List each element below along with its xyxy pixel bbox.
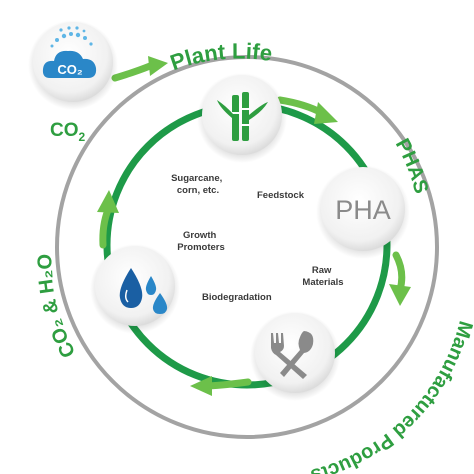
label-co2: CO2 [50, 120, 86, 144]
label-growth-promoters: Growth Promoters [177, 230, 225, 253]
sugarcane-icon [217, 92, 268, 141]
node-plant [197, 73, 287, 163]
pha-icon-text: PHA [335, 195, 391, 225]
cycle-arrows [97, 56, 411, 396]
arrow-water-to-co2 [99, 206, 112, 249]
label-feedstock: Feedstock [257, 190, 305, 201]
arrowhead-products-to-water [190, 376, 212, 396]
fork-spoon-icon [271, 331, 314, 379]
arrow-products-to-water [204, 378, 252, 390]
node-products [250, 311, 340, 401]
arrowhead-co2-to-plant [148, 56, 168, 76]
node-water [90, 244, 180, 334]
arrow-pha-to-products [392, 251, 406, 294]
label-plant-life: Plant Life [167, 38, 274, 75]
label-raw-materials: Raw Materials [302, 265, 343, 288]
water-drops-icon [119, 268, 168, 314]
bubbles-icon [50, 26, 93, 48]
cloud-icon [42, 50, 97, 78]
node-co2: CO₂ [28, 20, 118, 110]
label-sugarcane: Sugarcane, corn, etc. [171, 173, 225, 196]
arrowhead-pha-to-products [389, 284, 411, 306]
node-pha: PHA [316, 165, 410, 259]
arrowhead-water-to-co2 [97, 190, 119, 213]
outer-ring [55, 55, 439, 439]
label-biodegradation: Biodegradation [202, 292, 272, 303]
arrowhead-plant-to-pha [314, 102, 338, 124]
cloud-co2-text: CO₂ [57, 62, 83, 77]
arrow-co2-to-plant [111, 62, 154, 82]
